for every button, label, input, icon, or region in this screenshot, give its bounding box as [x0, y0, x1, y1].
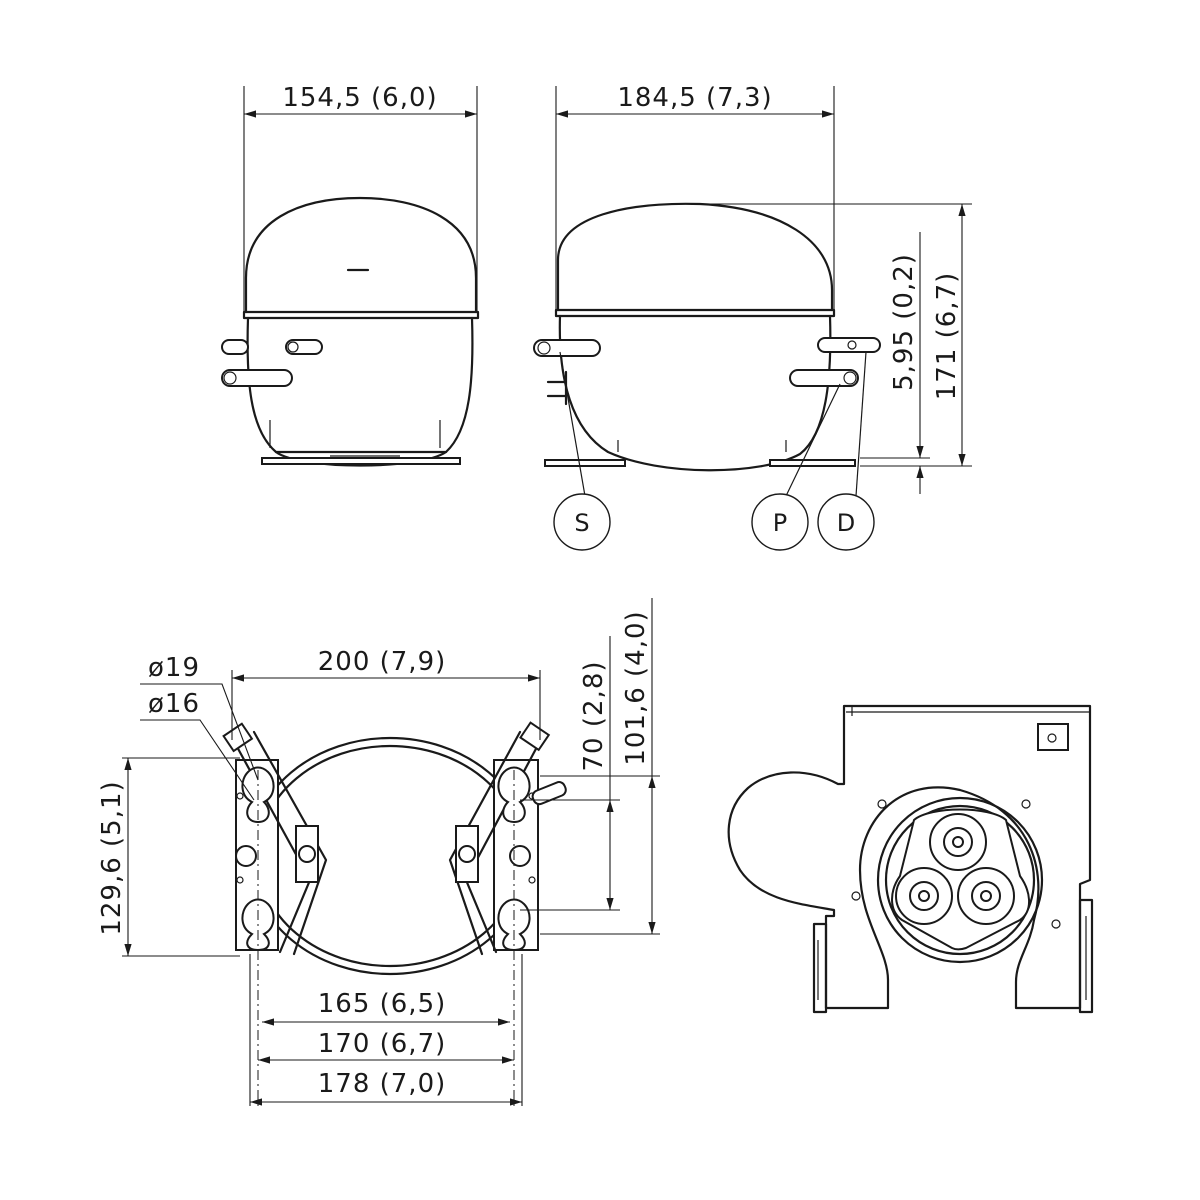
dim-side-offset: 5,95 (0,2) [889, 253, 919, 391]
electrical-box-view [727, 704, 1094, 1014]
side-process-tube [789, 369, 859, 387]
svg-text:P: P [773, 509, 787, 537]
dim-center-offset: 70 (2,8) [579, 661, 609, 772]
dim-hole-large: ø16 [148, 689, 200, 719]
connection-label-process: P [751, 493, 809, 551]
socket-pins [895, 813, 1015, 925]
base-plan-view: 200 (7,9) ø19 ø16 129,6 (5,1) 70 (2,8) 1… [97, 598, 660, 1110]
dim-span-178: 178 (7,0) [318, 1069, 447, 1099]
dim-span-170: 170 (6,7) [318, 1029, 447, 1059]
connection-label-suction: S [553, 493, 611, 551]
side-discharge-tube [817, 337, 881, 353]
front-tube-upper [221, 339, 323, 355]
dim-span-165: 165 (6,5) [318, 989, 447, 1019]
dim-side-width: 184,5 (7,3) [617, 83, 772, 113]
side-view: 184,5 (7,3) 171 (6,7) 5,95 (0,2) S P D [533, 83, 972, 551]
dim-base-width: 200 (7,9) [318, 647, 447, 677]
connection-label-discharge: D [817, 493, 875, 551]
dim-front-width: 154,5 (6,0) [282, 83, 437, 113]
dim-base-depth2: 101,6 (4,0) [621, 610, 651, 765]
dim-base-depth: 129,6 (5,1) [97, 780, 127, 935]
svg-text:S: S [574, 509, 589, 537]
dim-total-height: 171 (6,7) [932, 272, 962, 401]
dim-hole-small: ø19 [148, 653, 200, 683]
side-suction-tube [533, 339, 601, 357]
front-tube-lower [221, 369, 293, 387]
svg-text:D: D [837, 509, 855, 537]
front-view: 154,5 (6,0) [221, 83, 480, 467]
